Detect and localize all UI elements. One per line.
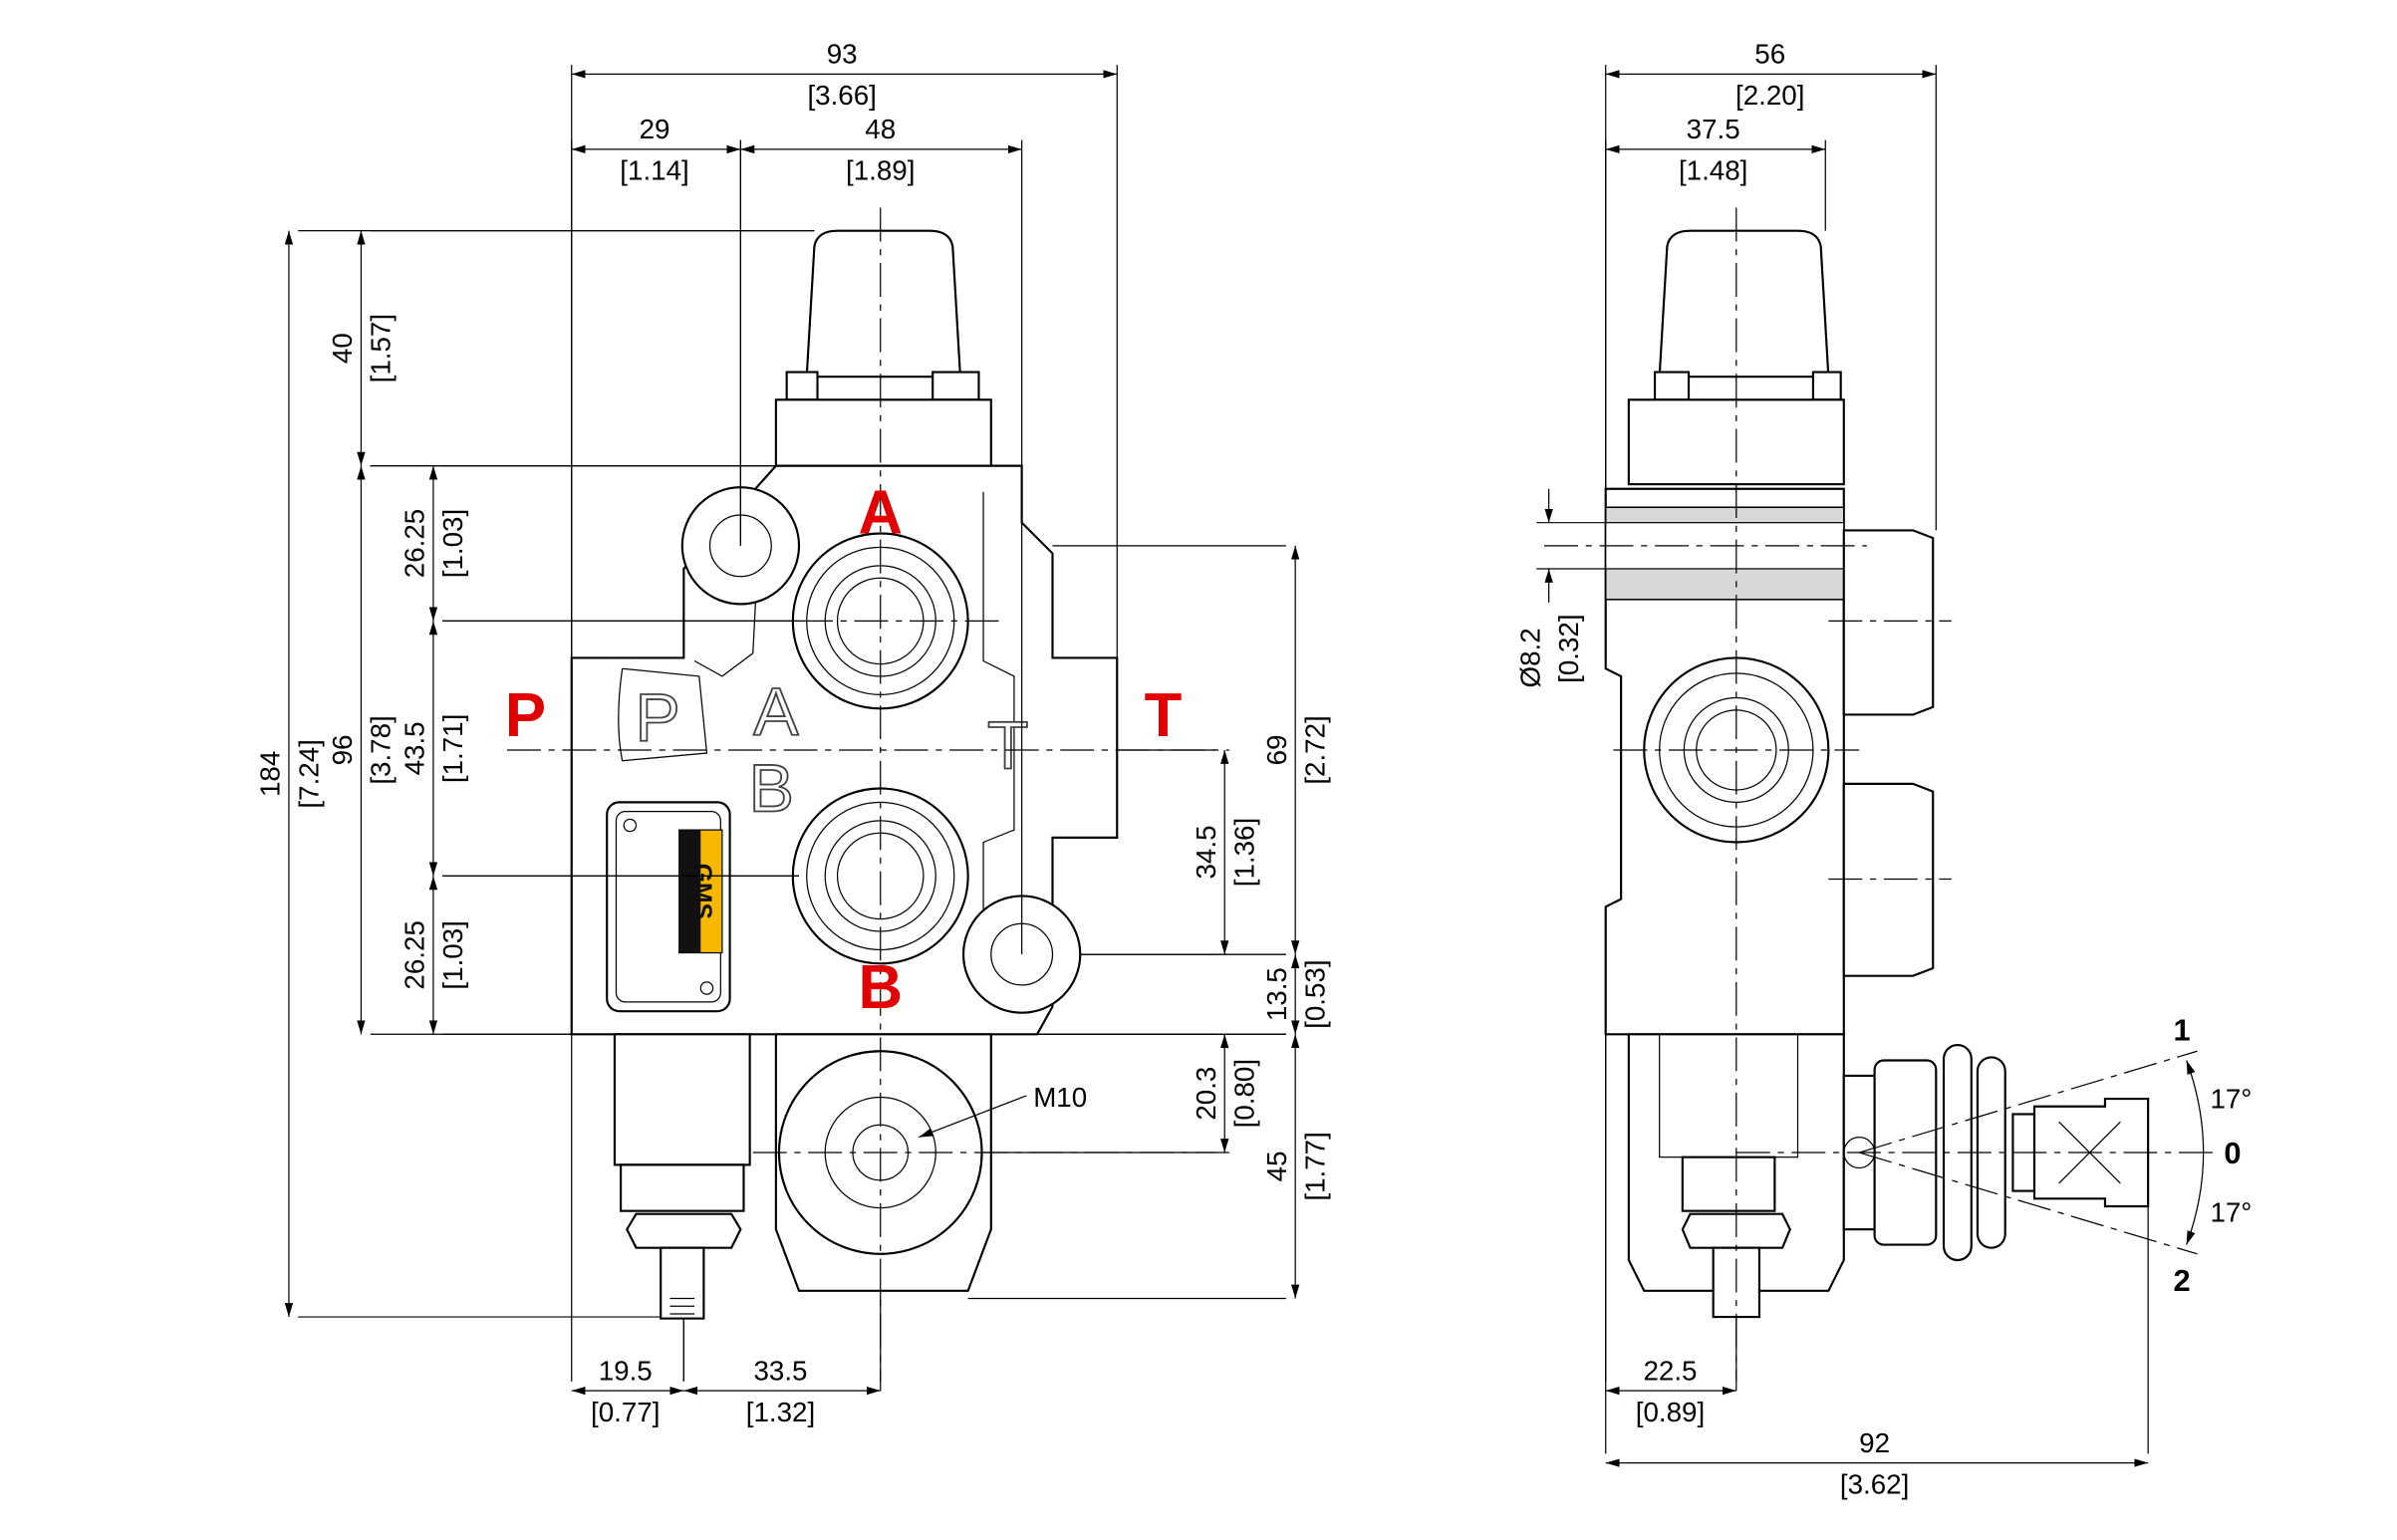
lever-position-0: 0 [2224,1136,2241,1170]
front-view: GMS P A B T A B P T [505,207,1229,1392]
gms-logo: GMS [688,864,715,919]
dimension-value: 96 [327,735,358,766]
dimension-value: 26.25 [400,509,430,578]
embossed-b: B [749,752,794,827]
dimension-value: 93 [827,39,858,70]
dimensions: 93 [3.66] 29 [1.14] 48 [1.89] 19.5 [0.77] 33.5 [1… [255,39,2149,1499]
dimension-value-inch: [1.71] [437,714,468,783]
dimension-value-inch: [0.80] [1229,1059,1260,1128]
dimension-value-inch: [1.89] [846,155,915,186]
dimension-value-inch: [3.78] [366,715,397,784]
dimension-value-inch: [7.24] [293,739,324,808]
dimension-value: 13.5 [1261,967,1292,1021]
dimension-value: 34.5 [1191,826,1221,880]
thread-label-m10: M10 [1033,1082,1087,1113]
dimension-value-inch: [3.66] [807,80,876,111]
dimension-value-inch: [3.62] [1840,1468,1909,1499]
side-view: 1 0 2 17° 17° [1544,207,2252,1392]
dimension-value: 33.5 [753,1355,807,1386]
dimension-value-inch: [0.32] [1553,614,1584,682]
dimension-value: 29 [640,114,670,144]
logo-plate: GMS [606,801,731,1013]
dimension-value: 26.25 [400,920,430,989]
dimension-value: 20.3 [1191,1067,1221,1121]
dimension-value-inch: [0.89] [1636,1397,1705,1427]
dimension-value-inch: [2.72] [1299,715,1330,784]
side-centerlines [1544,207,2213,1392]
dimension-value: Ø8.2 [1514,628,1545,687]
dimension-value: 92 [1859,1427,1890,1458]
dimension-value-inch: [1.03] [437,509,468,578]
lever-position-2: 2 [2173,1263,2190,1298]
dimension-value-inch: [0.53] [1299,959,1330,1028]
dimension-value: 22.5 [1643,1355,1697,1386]
port-label-a: A [858,478,903,547]
dimension-value-inch: [1.03] [437,920,468,989]
dimension-value: 48 [865,114,896,144]
dimension-value-inch: [2.20] [1735,80,1804,111]
dimension-value-inch: [0.77] [591,1397,660,1427]
dimension-value: 43.5 [400,721,430,775]
port-label-p: P [505,681,546,750]
dimension-value: 184 [255,751,286,797]
dimension-value: 56 [1754,39,1785,70]
dimension-value: 40 [327,333,358,364]
lever-position-1: 1 [2173,1012,2190,1047]
dimension-value: 19.5 [599,1355,653,1386]
dimension-value-inch: [1.36] [1229,818,1260,887]
embossed-p: P [635,681,679,756]
valve-cap [774,229,992,467]
spool-housing [774,1033,992,1292]
angle-upper: 17° [2210,1083,2252,1114]
dimension-value-inch: [1.48] [1679,155,1747,186]
dimension-value-inch: [1.32] [746,1397,815,1427]
port-label-t: T [1145,681,1183,750]
dimension-value: 69 [1261,735,1292,766]
dimension-value: 45 [1261,1151,1292,1181]
dimension-value: 37.5 [1687,114,1740,144]
relief-valve-adjuster [613,1033,751,1320]
port-label-b: B [858,953,903,1022]
angle-lower: 17° [2210,1196,2252,1227]
dimension-value-inch: [1.14] [620,155,688,186]
dimension-value-inch: [1.57] [366,314,397,383]
dimension-value-inch: [1.77] [1299,1132,1330,1200]
embossed-a: A [753,675,799,750]
embossed-t: T [987,708,1028,783]
